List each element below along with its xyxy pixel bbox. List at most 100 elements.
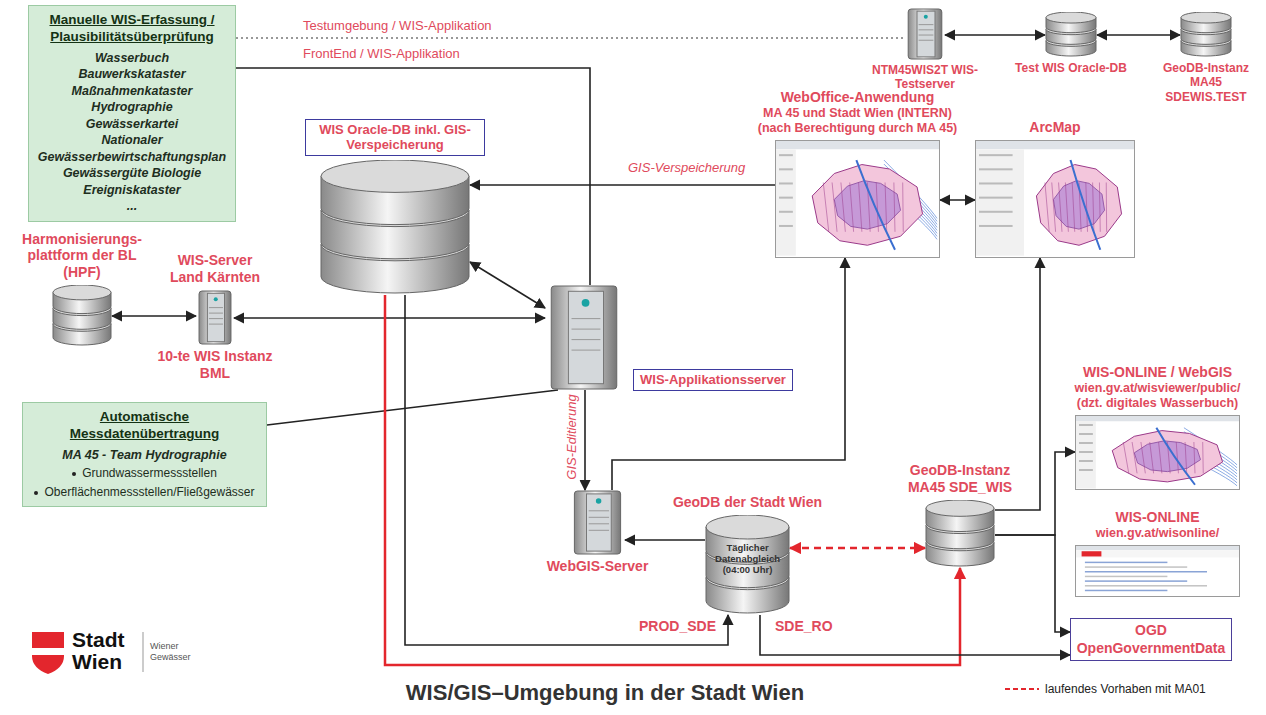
node-label: NTM45WIS2T WIS-Testserver bbox=[870, 63, 980, 92]
box-item: Gewässergüte Biologie bbox=[37, 165, 227, 182]
legend-row: laufendes Vorhaben mit MA01 bbox=[1005, 682, 1206, 696]
logo-text: Stadt bbox=[72, 629, 125, 651]
node-label: WIS-Server Land Kärnten bbox=[160, 252, 270, 286]
box-item: MA 45 - Team Hydrographie bbox=[31, 447, 258, 464]
connector-label: GIS-Verspeicherung bbox=[625, 160, 748, 176]
node-label: Test WIS Oracle-DB bbox=[1011, 61, 1131, 75]
node-label: WebGIS-Server bbox=[538, 558, 658, 575]
connector bbox=[470, 184, 775, 186]
logo-divider bbox=[143, 632, 144, 672]
list-item: Grundwassermessstellen bbox=[82, 466, 217, 482]
screenshot: ArcMap bbox=[975, 140, 1135, 258]
box-heading: Manuelle WIS-Erfassung / Plausibilitätsü… bbox=[37, 12, 227, 46]
input-panel: Automatische Messdatenübertragung MA 45 -… bbox=[22, 402, 267, 507]
connector bbox=[234, 317, 545, 319]
srv-icon bbox=[905, 8, 945, 60]
bullet-dot bbox=[34, 491, 38, 495]
node-label: SDE_RO bbox=[775, 618, 833, 635]
list-item: Oberflächenmessstellen/Fließgewässer bbox=[44, 485, 254, 501]
box-item: Wasserbuch bbox=[37, 50, 227, 67]
node-label: wien.gv.at/wisonline/ bbox=[1058, 526, 1258, 541]
box-item: ... bbox=[37, 198, 227, 215]
connector-label: FrontEnd / WIS-Applikation bbox=[300, 46, 463, 62]
database: Harmonisierungs- plattform der BL (HPF) bbox=[52, 285, 112, 347]
shot-icon bbox=[975, 140, 1135, 258]
node-label: WIS-ONLINE bbox=[1058, 509, 1258, 526]
node-label: (nach Berechtigung durch MA 45) bbox=[738, 121, 978, 136]
box-item: Gewässerkartei bbox=[37, 116, 227, 133]
node-label: MA 45 und Stadt Wien (INTERN) bbox=[738, 106, 978, 121]
logo-text: Wiener Gewässer bbox=[150, 641, 198, 663]
database: WIS Oracle-DB inkl. GIS-Verspeicherung bbox=[320, 160, 470, 295]
node-label: WIS-ONLINE / WebGIS bbox=[1058, 364, 1258, 381]
db-icon bbox=[925, 500, 995, 568]
node-label: WIS Oracle-DB inkl. GIS-Verspeicherung bbox=[305, 119, 485, 156]
connector bbox=[1097, 34, 1180, 36]
db-icon bbox=[320, 160, 470, 295]
node-label: Harmonisierungs- plattform der BL (HPF) bbox=[10, 231, 155, 281]
box-item: Maßnahmenkataster bbox=[37, 83, 227, 100]
node-label: (dzt. digitales Wasserbuch) bbox=[1058, 396, 1258, 411]
connector bbox=[625, 539, 705, 541]
server: WebGIS-Server bbox=[570, 490, 625, 555]
node-label: PROD_SDE bbox=[639, 618, 716, 635]
screenshot: WIS-ONLINE / WebGISwien.gv.at/wisviewer/… bbox=[1075, 415, 1240, 490]
connector bbox=[940, 199, 975, 201]
database: Test WIS Oracle-DB bbox=[1045, 12, 1097, 58]
connector bbox=[790, 547, 925, 550]
node-label: GeoDB-Instanz MA45 SDEWIS.TEST bbox=[1151, 61, 1261, 104]
connector bbox=[236, 37, 905, 38]
input-panel: Manuelle WIS-Erfassung / Plausibilitätsü… bbox=[28, 5, 236, 222]
screenshot: WebOffice-AnwendungMA 45 und Stadt Wien … bbox=[775, 140, 940, 258]
db-icon bbox=[1180, 12, 1232, 58]
srv-icon bbox=[196, 290, 234, 345]
bullet-dot bbox=[72, 472, 76, 476]
connector bbox=[470, 262, 545, 308]
box-item: Ereigniskataster bbox=[37, 182, 227, 199]
legend-text: laufendes Vorhaben mit MA01 bbox=[1045, 682, 1206, 696]
box-item: Nationaler Gewässerbewirtschaftungsplan bbox=[37, 132, 227, 165]
connector bbox=[945, 34, 1045, 36]
box-heading: Automatische Messdatenübertragung bbox=[31, 409, 258, 443]
node-label: WIS-Applikationsserver bbox=[633, 369, 793, 391]
box-heading: OGD bbox=[1075, 622, 1227, 640]
target-box: OGDOpenGovernmentData bbox=[1070, 618, 1232, 661]
box-item: OpenGovernmentData bbox=[1075, 640, 1227, 658]
srv-icon bbox=[570, 490, 625, 555]
shot-icon bbox=[775, 140, 940, 258]
node-label: ArcMap bbox=[1010, 119, 1100, 136]
connector bbox=[236, 68, 590, 285]
db-icon bbox=[1045, 12, 1097, 58]
node-label: GeoDB der Stadt Wien bbox=[653, 494, 843, 511]
connector bbox=[612, 258, 845, 490]
db-icon bbox=[52, 285, 112, 347]
node-label: WebOffice-Anwendung bbox=[738, 89, 978, 106]
database: GeoDB der Stadt WienTäglicher Datenabgle… bbox=[705, 515, 790, 615]
node-label: wien.gv.at/wisviewer/public/ bbox=[1058, 381, 1258, 396]
shot-icon bbox=[1075, 545, 1240, 597]
server: WIS-Server Land Kärnten10-te WIS Instanz… bbox=[196, 290, 234, 345]
node-label: 10-te WIS Instanz BML bbox=[155, 348, 275, 382]
node-label: Täglicher Datenabgleich (04:00 Uhr) bbox=[709, 543, 786, 576]
connector bbox=[760, 615, 1070, 655]
bullet-row: Oberflächenmessstellen/Fließgewässer bbox=[31, 485, 258, 501]
shot-icon bbox=[1075, 415, 1240, 490]
connector bbox=[995, 535, 1070, 632]
bullet-row: Grundwassermessstellen bbox=[31, 466, 258, 482]
connector-label: Testumgebung / WIS-Applikation bbox=[300, 18, 495, 34]
connector bbox=[385, 295, 960, 665]
screenshot: WIS-ONLINEwien.gv.at/wisonline/ bbox=[1075, 545, 1240, 597]
server: WIS-Applikationsserver bbox=[545, 285, 623, 390]
logo-band bbox=[32, 648, 64, 655]
connector-label: GIS-Editierung bbox=[564, 391, 580, 482]
logo-shield bbox=[32, 632, 64, 674]
legend-sample bbox=[1005, 684, 1039, 694]
connector bbox=[112, 315, 196, 317]
box-item: Bauwerkskataster bbox=[37, 66, 227, 83]
database: GeoDB-Instanz MA45 SDEWIS.TEST bbox=[1180, 12, 1232, 58]
srv-icon bbox=[545, 285, 623, 390]
connector bbox=[267, 390, 558, 425]
diagram-title: WIS/GIS–Umgebung in der Stadt Wien bbox=[380, 680, 830, 706]
box-item: Hydrographie bbox=[37, 99, 227, 116]
